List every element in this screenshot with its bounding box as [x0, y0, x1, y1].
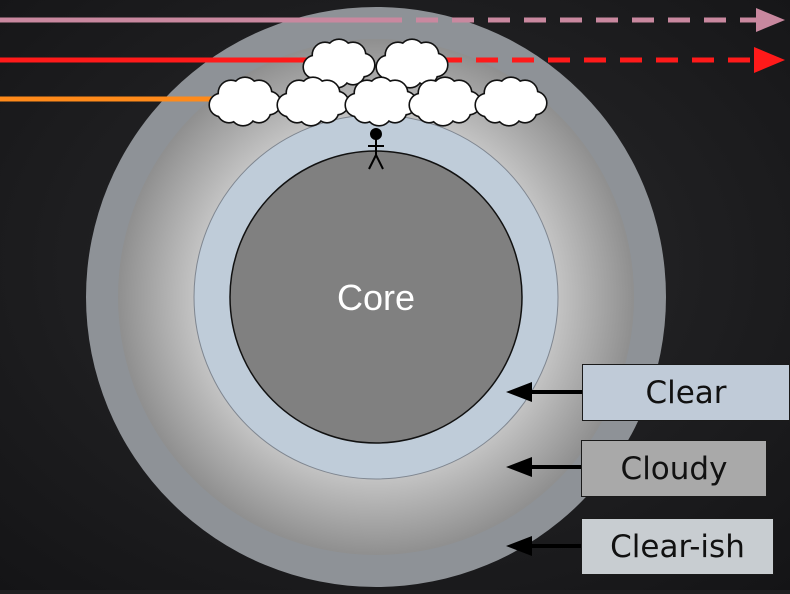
- cloud-group: [208, 38, 548, 127]
- cloud-icon: [408, 76, 482, 127]
- legend-clear: Clear: [582, 364, 790, 421]
- cloud-icon: [375, 38, 449, 89]
- arrow-clear-ish: [506, 536, 582, 556]
- cloud-icon: [276, 76, 350, 127]
- cloud-icon: [208, 76, 282, 127]
- legend-clear-ish: Clear-ish: [581, 518, 774, 575]
- arrowhead-icon: [756, 8, 785, 32]
- cloud-icon: [344, 76, 418, 127]
- arrow-left-icon: [506, 536, 532, 556]
- ray-red: [0, 47, 785, 73]
- legend-cloudy-label: Cloudy: [620, 450, 728, 487]
- arrow-cloudy: [506, 457, 582, 477]
- arrow-clear: [506, 382, 582, 402]
- cloud-icon: [474, 76, 548, 127]
- legend-clear-label: Clear: [645, 374, 727, 411]
- legend-clear-ish-label: Clear-ish: [610, 528, 745, 565]
- ray-pink: [0, 8, 785, 32]
- arrowhead-icon: [754, 47, 785, 73]
- arrow-left-icon: [506, 382, 532, 402]
- core-label: Core: [337, 277, 415, 318]
- person-icon: [368, 128, 384, 170]
- cloud-icon: [302, 38, 376, 89]
- arrow-left-icon: [506, 457, 532, 477]
- legend-cloudy: Cloudy: [581, 440, 767, 497]
